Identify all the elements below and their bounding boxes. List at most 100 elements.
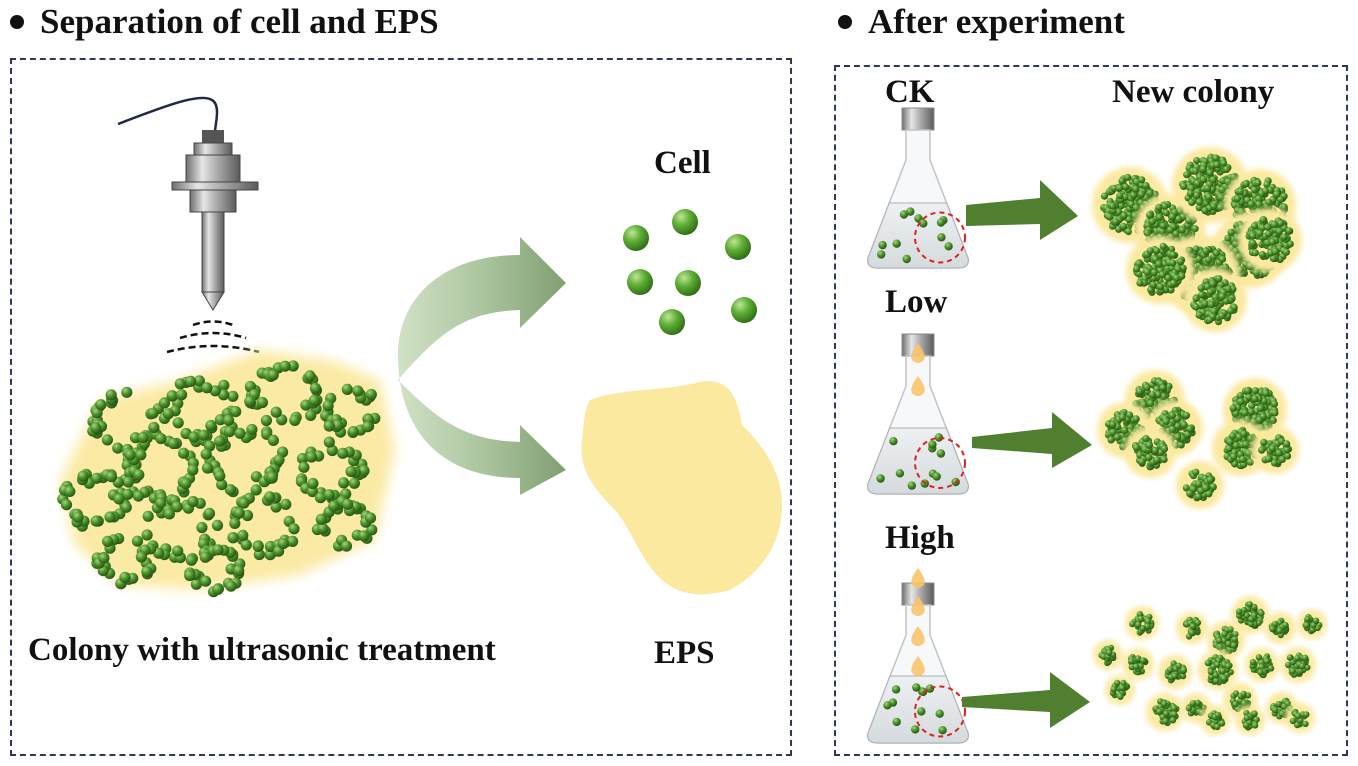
separated-cell	[672, 209, 698, 235]
low-label: Low	[885, 284, 948, 320]
treated-colony	[57, 350, 395, 598]
colony-cell	[203, 507, 216, 519]
high-new-colony	[1122, 648, 1154, 680]
colony-cell	[104, 511, 116, 523]
colony-cell	[98, 552, 110, 564]
high-new-colony	[1297, 609, 1327, 639]
colony-cell	[133, 469, 145, 481]
colony-cell	[167, 437, 180, 450]
colony-cell	[244, 395, 256, 407]
separated-cell	[659, 309, 685, 335]
colony-cell	[137, 431, 149, 444]
colony-cell	[317, 522, 329, 535]
colony-cell	[288, 523, 300, 535]
colony-cell	[187, 464, 199, 476]
eps-label: EPS	[654, 635, 715, 671]
colony-cell	[205, 419, 217, 432]
ck-label: CK	[885, 74, 935, 110]
colony-cell	[200, 575, 212, 587]
colony-cell	[270, 406, 282, 418]
colony-cell	[238, 497, 250, 509]
high-new-colony	[1235, 705, 1265, 735]
colony-cell	[289, 414, 301, 426]
colony-cell	[233, 565, 245, 577]
colony-label: Colony with ultrasonic treatment	[28, 632, 496, 668]
colony-cell	[225, 580, 237, 592]
ck-arrow-icon	[966, 180, 1078, 240]
high-new-colony	[1158, 655, 1192, 689]
colony-cell	[131, 535, 144, 547]
colony-cell	[252, 540, 264, 553]
colony-cell	[338, 477, 350, 489]
colony-cell	[296, 453, 309, 465]
colony-cell	[328, 500, 340, 512]
colony-cell	[199, 551, 211, 563]
colony-cell	[155, 497, 167, 509]
separated-cell	[731, 297, 757, 323]
colony-cell	[141, 566, 153, 578]
colony-cell	[366, 524, 378, 536]
new-colony-label: New colony	[1112, 74, 1275, 110]
colony-cell	[172, 545, 184, 557]
colony-cell	[163, 508, 175, 520]
ck-new-colony-part	[1172, 147, 1248, 223]
split-arrow-icon	[398, 237, 566, 495]
colony-cell	[166, 390, 178, 402]
high-new-colony	[1093, 640, 1123, 670]
colony-cell	[91, 472, 103, 484]
colony-cell	[216, 479, 228, 491]
high-new-colony	[1207, 621, 1245, 659]
colony-cell	[77, 470, 89, 482]
colony-cell	[148, 421, 160, 434]
colony-cell	[322, 400, 334, 412]
colony-cell	[201, 382, 213, 394]
colony-cell	[323, 420, 335, 432]
low-new-colony	[1124, 426, 1176, 478]
separated-cell	[623, 225, 649, 251]
high-new-colony	[1223, 683, 1257, 717]
colony-cell	[121, 386, 133, 398]
colony-cell	[348, 477, 360, 489]
colony-cell	[147, 407, 159, 419]
bullet-icon	[10, 15, 24, 29]
low-new-colony	[1251, 426, 1299, 474]
colony-cell	[287, 360, 299, 372]
colony-cell	[307, 477, 319, 490]
colony-cell	[264, 549, 276, 561]
high-new-colony	[1176, 612, 1208, 644]
colony-cell	[224, 484, 236, 496]
colony-cell	[264, 491, 276, 503]
colony-cell	[340, 540, 353, 552]
bullet-icon	[838, 15, 852, 29]
colony-cell	[233, 507, 245, 519]
colony-cell	[187, 495, 199, 508]
colony-cell	[132, 490, 144, 502]
colony-cell	[101, 434, 113, 446]
colony-cell	[214, 414, 226, 426]
colony-cell	[358, 530, 370, 542]
colony-cell	[135, 449, 147, 461]
separated-cell	[627, 269, 653, 295]
colony-cell	[95, 399, 107, 411]
colony-cell	[201, 462, 214, 474]
ck-new-colony-part	[1183, 268, 1247, 332]
separated-cell	[675, 270, 701, 296]
colony-cell	[267, 434, 279, 446]
colony-cell	[237, 529, 249, 542]
colony-cell	[211, 519, 224, 532]
colony-cell	[326, 444, 338, 457]
colony-cell	[332, 419, 344, 431]
colony-cell	[270, 501, 282, 513]
colony-cell	[214, 435, 226, 447]
right-section-title: After experiment	[838, 2, 1125, 42]
colony-cell	[305, 409, 317, 421]
colony-cell	[224, 426, 236, 438]
colony-cell	[198, 429, 210, 441]
left-panel	[10, 58, 792, 756]
high-new-colony	[1245, 648, 1279, 682]
colony-cell	[105, 389, 117, 401]
colony-cell	[135, 551, 147, 563]
colony-cell	[171, 501, 183, 513]
high-new-colony	[1105, 675, 1135, 705]
